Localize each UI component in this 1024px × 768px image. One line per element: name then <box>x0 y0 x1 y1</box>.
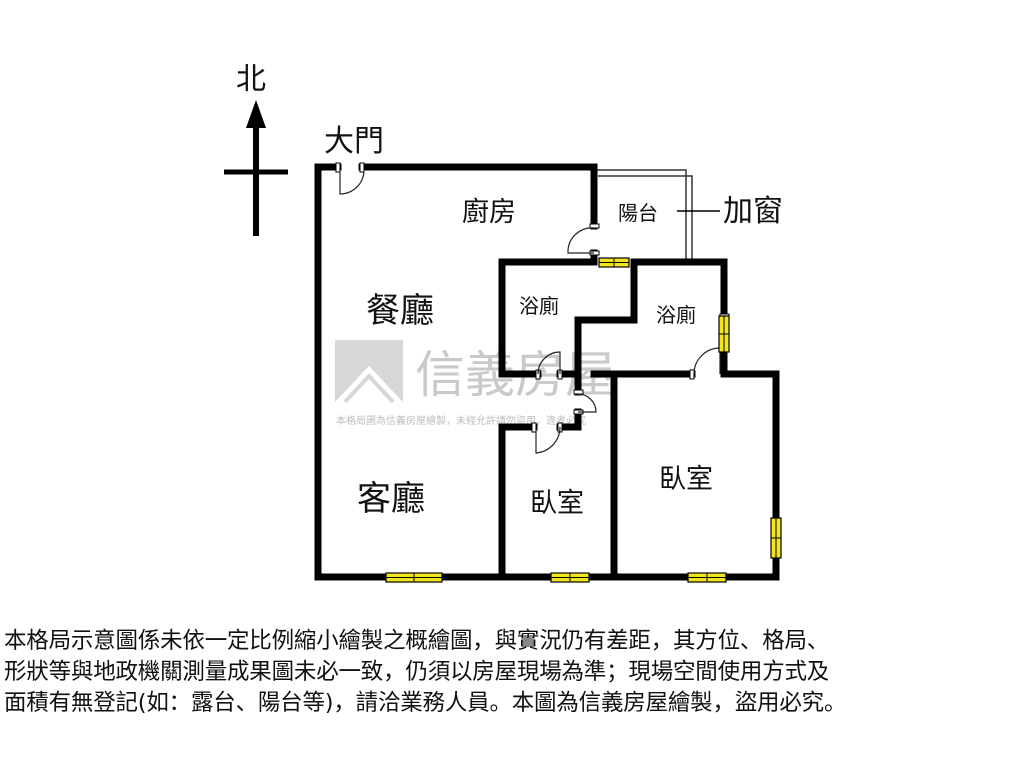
room-bedroom-large: 臥室 <box>659 464 713 495</box>
window-kitchen-bath-icon <box>598 257 630 268</box>
room-bedroom-small: 臥室 <box>530 488 584 519</box>
room-living: 客廳 <box>357 479 425 519</box>
hall-door-icon <box>573 389 597 415</box>
window-bedroom-large-side-icon <box>770 517 782 559</box>
floor-plan: 信義房屋 本格局圖為信義房屋繪製，未經允許請勿盜用，違者必究 北 大門 加窗 <box>224 62 783 583</box>
room-bath-right: 浴廁 <box>656 303 696 327</box>
entrance-door-icon <box>335 162 365 195</box>
disclaimer-text: 本格局示意圖係未依一定比例縮小繪製之概繪圖，與實況仍有差距，其方位、格局、 形狀… <box>4 628 847 716</box>
north-label: 北 <box>236 62 266 97</box>
watermark-logo-icon <box>335 340 403 404</box>
entrance-label: 大門 <box>324 124 384 159</box>
room-kitchen: 廚房 <box>462 197 516 228</box>
kitchen-balcony-door-icon <box>567 223 600 256</box>
window-living-icon <box>385 572 443 583</box>
bath-left-door-icon <box>535 351 563 380</box>
compass-arrow-icon <box>224 100 288 236</box>
room-dining: 餐廳 <box>366 291 434 331</box>
watermark-notice: 本格局圖為信義房屋繪製，未經允許請勿盜用，違者必究 <box>336 414 586 427</box>
window-bedroom-small-icon <box>550 572 590 583</box>
room-balcony: 陽台 <box>618 201 658 225</box>
bedroom-small-door-icon <box>531 422 563 454</box>
window-note-label: 加窗 <box>723 194 783 229</box>
window-bedroom-large-icon <box>687 572 727 583</box>
window-bath-right-icon <box>718 315 730 353</box>
room-bath-left: 浴廁 <box>519 294 559 318</box>
